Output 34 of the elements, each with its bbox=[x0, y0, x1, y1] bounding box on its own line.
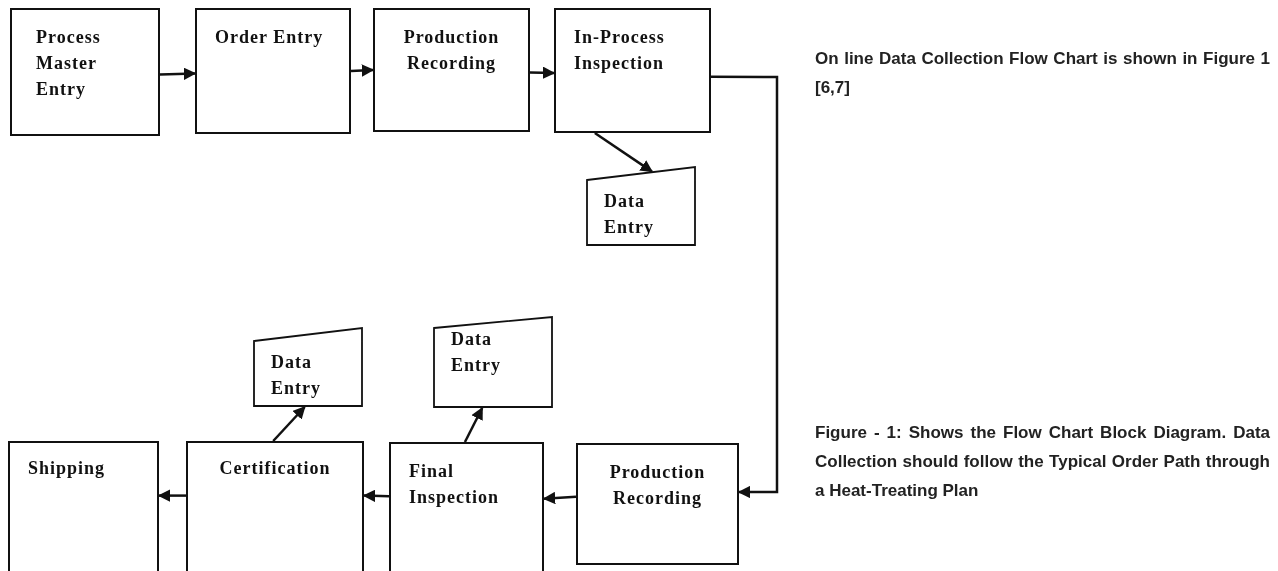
process-box bbox=[186, 441, 364, 571]
box-label: Shipping bbox=[28, 457, 106, 480]
box-label: Data Entry bbox=[604, 190, 655, 239]
arrow bbox=[350, 64, 375, 77]
box-label: Data Entry bbox=[451, 328, 502, 377]
box-label: Certification bbox=[219, 457, 331, 480]
arrow bbox=[272, 406, 306, 442]
process-box bbox=[10, 8, 160, 136]
note-text: On line Data Collection Flow Chart is shown in Figure 1 [6,7] bbox=[815, 48, 1270, 99]
arrow bbox=[542, 491, 577, 505]
box-label: Production Recording bbox=[402, 26, 501, 75]
arrow bbox=[362, 489, 390, 503]
figure-caption: Figure - 1: Shows the Flow Chart Block Diagram. Data Collection should follow the Typical Order Path through a Heat-Treating Plan bbox=[815, 422, 1270, 502]
arrow bbox=[529, 66, 556, 79]
process-box bbox=[554, 8, 711, 133]
process-box bbox=[8, 441, 159, 571]
manual-input-shape bbox=[586, 166, 696, 246]
box-label: Data Entry bbox=[271, 351, 322, 400]
process-box bbox=[373, 8, 530, 132]
box-label: Production Recording bbox=[608, 461, 707, 510]
arrow bbox=[594, 131, 654, 173]
process-box bbox=[195, 8, 351, 134]
box-label: Final Inspection bbox=[409, 460, 500, 509]
box-label: Process Master Entry bbox=[36, 26, 102, 101]
box-label: Order Entry bbox=[215, 26, 324, 49]
process-box bbox=[576, 443, 739, 565]
manual-input-shape bbox=[433, 316, 553, 408]
manual-input-shape bbox=[253, 327, 363, 407]
arrow bbox=[159, 67, 197, 81]
process-box bbox=[389, 442, 544, 571]
arrow bbox=[157, 489, 186, 502]
box-label: In-Process Inspection bbox=[574, 26, 666, 75]
arrow bbox=[463, 406, 484, 443]
arrow bbox=[711, 75, 779, 499]
